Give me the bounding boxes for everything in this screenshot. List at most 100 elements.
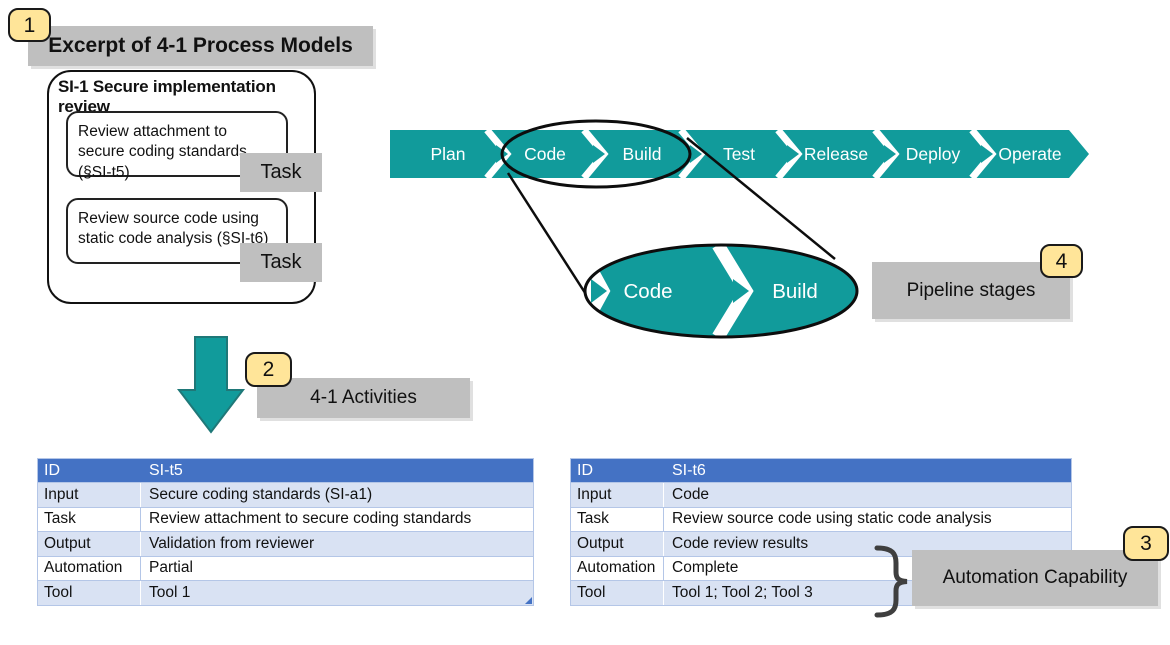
chevron-tip [591, 279, 607, 303]
header-value: SI-t5 [149, 461, 183, 479]
chevron-separator [969, 127, 997, 181]
row-value: Review source code using static code ana… [672, 510, 992, 528]
title-label: Excerpt of 4-1 Process Models [28, 26, 373, 66]
pipeline-stage-label: Operate [998, 144, 1061, 164]
pipeline-chevrons: Plan Code Build Test Release Deploy Oper… [390, 127, 1089, 181]
chevron-separator [678, 127, 706, 181]
badge-2: 2 [245, 352, 292, 387]
chevron-tip [884, 145, 896, 163]
row-label: Automation [571, 556, 664, 580]
down-arrow [176, 336, 246, 434]
chevron-tip [981, 145, 993, 163]
row-label: Input [38, 483, 141, 507]
row-value: Partial [149, 559, 193, 577]
table-row: Automation Partial [38, 555, 533, 580]
task-tag-label: Task [260, 251, 302, 273]
title-text: Excerpt of 4-1 Process Models [48, 34, 353, 57]
chevron-separator [484, 127, 512, 181]
selection-ellipse [500, 119, 692, 189]
chevron-shape [585, 245, 746, 337]
chevron-separator [581, 127, 609, 181]
row-value: Tool 1 [149, 583, 191, 601]
chevron-shape [390, 130, 507, 178]
table-row: Input Code [571, 482, 1071, 507]
row-value: Validation from reviewer [149, 534, 315, 552]
header-label: ID [44, 461, 60, 479]
task-tag: Task [240, 153, 322, 192]
pipeline-stage-label: Code [524, 144, 566, 164]
chevron-separator [585, 245, 611, 337]
pipeline-stage-label: Release [804, 144, 868, 164]
table-row: Task Review source code using static cod… [571, 506, 1071, 531]
chevron-tip [593, 145, 605, 163]
table-row: Output Validation from reviewer [38, 531, 533, 556]
magnifier-line-right [686, 137, 836, 260]
magnified-stages: Code Build [583, 243, 859, 339]
activity-table-si-t5: ID SI-t5 Input Secure coding standards (… [37, 458, 534, 606]
task-tag: Task [240, 243, 322, 282]
automation-capability-text: Automation Capability [942, 567, 1128, 588]
header-value: SI-t6 [672, 461, 706, 479]
magnifier-line-left [506, 172, 591, 300]
row-value: Code [672, 485, 710, 503]
chevron-tip [690, 145, 702, 163]
chevron-shape [875, 130, 992, 178]
row-value: Code review results [672, 534, 809, 552]
badge-2-number: 2 [262, 358, 275, 381]
activities-label: 4-1 Activities [257, 378, 470, 418]
row-label: Task [571, 507, 664, 531]
pipeline-stages-text: Pipeline stages [906, 279, 1036, 301]
chevron-shape [681, 130, 798, 178]
row-label: Automation [38, 556, 141, 580]
row-label: Output [571, 532, 664, 556]
badge-1: 1 [8, 8, 51, 42]
row-label: Input [571, 483, 664, 507]
chevron-shape [584, 130, 701, 178]
pipeline-stage-label: Build [623, 144, 662, 164]
badge-1-number: 1 [23, 13, 36, 37]
activity-table-si-t6: ID SI-t6 Input Code Task Review source c… [570, 458, 1072, 606]
header-label: ID [577, 461, 593, 479]
row-value: Review attachment to secure coding stand… [149, 510, 472, 528]
row-value: Tool 1; Tool 2; Tool 3 [672, 583, 813, 601]
table-row: Task Review attachment to secure coding … [38, 506, 533, 531]
row-value: Secure coding standards (SI-a1) [149, 485, 373, 503]
chevron-tip [496, 145, 508, 163]
badge-3-number: 3 [1140, 532, 1152, 555]
chevron-shape [718, 245, 857, 337]
row-label: Tool [571, 581, 664, 605]
chevron-shape [778, 130, 895, 178]
pipeline-stage-label: Deploy [906, 144, 961, 164]
badge-4-number: 4 [1055, 249, 1068, 273]
chevron-separator [775, 127, 803, 181]
table-header-row: ID SI-t6 [571, 459, 1071, 482]
magnified-stage-label: Build [772, 280, 818, 303]
automation-capability-label: Automation Capability [912, 550, 1158, 606]
chevron-separator [712, 245, 754, 337]
pipeline-stage-label: Plan [430, 144, 465, 164]
resize-handle-icon [525, 596, 532, 604]
magnified-stage-label: Code [623, 280, 672, 303]
magnifier-ellipse [583, 243, 859, 339]
table-row: Tool Tool 1 [38, 580, 533, 605]
row-value: Complete [672, 559, 739, 577]
task-text: Review source code using static code ana… [78, 210, 269, 248]
chevron-tip [733, 279, 749, 303]
row-label: Output [38, 532, 141, 556]
activities-text: 4-1 Activities [310, 387, 417, 408]
row-label: Task [38, 507, 141, 531]
task-box-si-t5: Review attachment to secure coding stand… [66, 111, 288, 181]
row-label: Tool [38, 581, 141, 605]
chevron-shape [972, 130, 1089, 178]
table-header-row: ID SI-t5 [38, 459, 533, 482]
chevron-shape [487, 130, 604, 178]
chevron-tip [787, 145, 799, 163]
task-tag-label: Task [260, 161, 302, 183]
badge-3: 3 [1123, 526, 1169, 561]
table-row: Input Secure coding standards (SI-a1) [38, 482, 533, 507]
pipeline-stages-label: Pipeline stages [872, 262, 1070, 319]
pipeline-stage-label: Test [723, 144, 755, 164]
task-text: Review attachment to secure coding stand… [78, 123, 247, 181]
badge-4: 4 [1040, 244, 1083, 278]
